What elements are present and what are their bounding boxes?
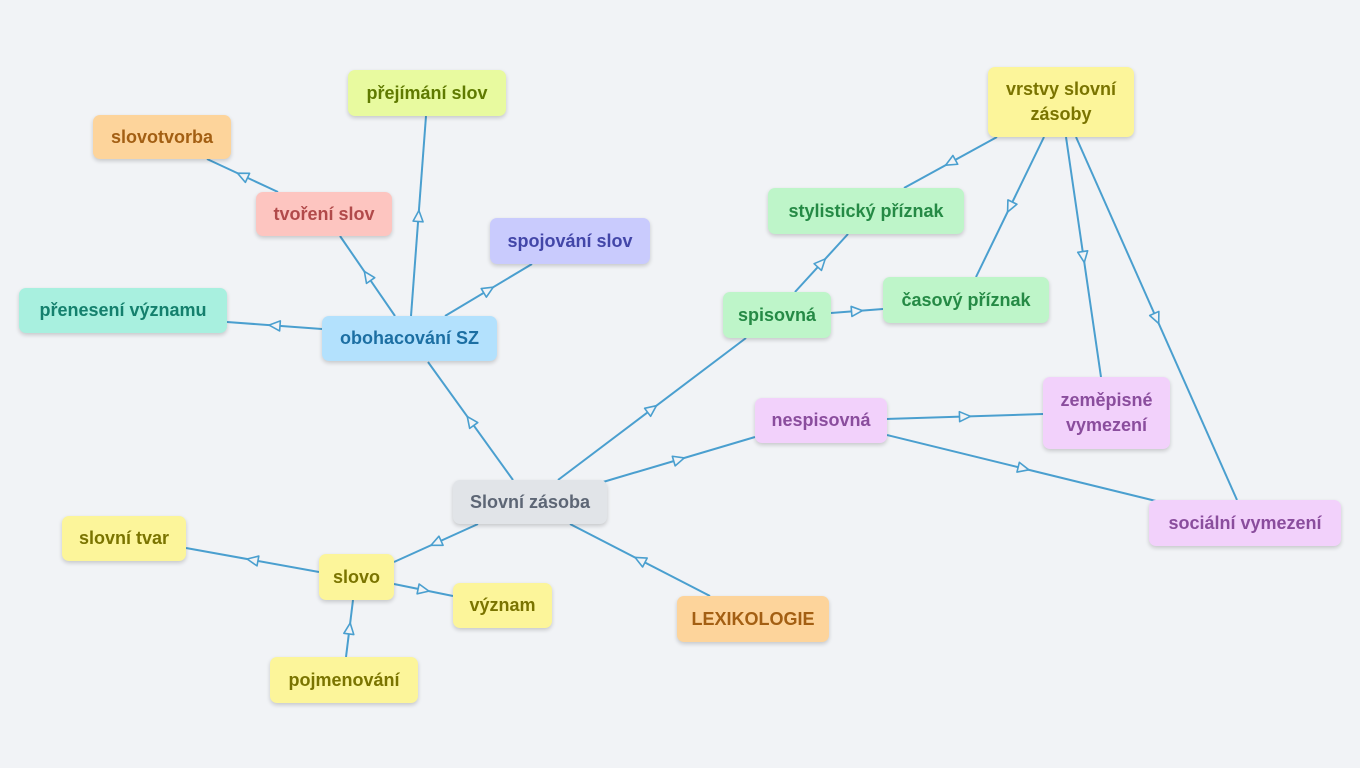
edge-slovni-zasoba-nespisovna: [602, 436, 756, 483]
node-spisovna[interactable]: spisovná: [723, 292, 831, 338]
arrowhead-icon: [1076, 250, 1089, 264]
edge-vrstvy-zemepisne: [1065, 136, 1102, 378]
arrowhead-icon: [850, 305, 864, 318]
arrowhead-icon: [944, 154, 959, 166]
edge-spisovna-stylisticky: [794, 233, 849, 293]
edge-slovo-slovni-tvar: [185, 547, 320, 573]
edge-vrstvy-casovy: [975, 136, 1045, 278]
node-slovo[interactable]: slovo: [319, 554, 394, 600]
arrowhead-icon: [1006, 199, 1018, 213]
node-prejimani-slov[interactable]: přejímání slov: [348, 70, 506, 116]
edge-spisovna-casovy: [830, 305, 884, 318]
edge-lexikologie-slovni-zasoba: [569, 523, 711, 597]
edge-obohacovani-tvoreni: [339, 235, 396, 317]
edge-nespisovna-zemepisne: [886, 410, 1044, 423]
arrowhead-icon: [480, 286, 495, 298]
node-nespisovna[interactable]: nespisovná: [755, 398, 887, 443]
arrowhead-icon: [246, 555, 260, 567]
edge-slovni-zasoba-spisovna: [557, 337, 747, 481]
node-preneseni-vyznamu[interactable]: přenesení významu: [19, 288, 227, 333]
arrowhead-icon: [958, 410, 972, 423]
node-slovni-zasoba[interactable]: Slovní zásoba: [453, 480, 607, 524]
arrowhead-icon: [343, 622, 355, 636]
arrowhead-icon: [363, 270, 376, 285]
arrowhead-icon: [466, 415, 479, 430]
node-zemepisne-vymezeni[interactable]: zeměpisné vymezení: [1043, 377, 1170, 449]
node-socialni-vymezeni[interactable]: sociální vymezení: [1149, 500, 1341, 546]
arrowhead-icon: [1148, 310, 1160, 325]
node-vyznam[interactable]: význam: [453, 583, 552, 628]
edge-slovo-vyznam: [393, 583, 454, 597]
edge-nespisovna-socialni: [886, 434, 1161, 503]
edge-slovni-zasoba-obohacovani: [427, 361, 514, 481]
edge-obohacovani-prejimani: [410, 115, 427, 317]
edge-obohacovani-spojovani: [444, 263, 533, 317]
arrowhead-icon: [671, 455, 686, 467]
arrowhead-icon: [813, 258, 827, 272]
edge-vrstvy-socialni: [1075, 136, 1238, 501]
node-vrstvy-slovni-zasoby[interactable]: vrstvy slovní zásoby: [988, 67, 1134, 137]
arrowhead-icon: [430, 535, 444, 547]
edge-pojmenovani-slovo: [343, 599, 355, 658]
node-obohacovani-sz[interactable]: obohacování SZ: [322, 316, 497, 361]
node-pojmenovani[interactable]: pojmenování: [270, 657, 418, 703]
arrowhead-icon: [634, 556, 648, 568]
edge-obohacovani-preneseni: [226, 320, 323, 332]
node-slovni-tvar[interactable]: slovní tvar: [62, 516, 186, 561]
arrowhead-icon: [1016, 461, 1030, 473]
edge-tvoreni-slovotvorba: [206, 158, 279, 193]
arrowhead-icon: [412, 209, 424, 223]
edge-slovni-zasoba-slovo: [393, 523, 479, 563]
node-lexikologie[interactable]: LEXIKOLOGIE: [677, 596, 829, 642]
node-slovotvorba[interactable]: slovotvorba: [93, 115, 231, 159]
arrowhead-icon: [236, 172, 251, 184]
node-tvoreni-slov[interactable]: tvoření slov: [256, 192, 392, 236]
node-casovy-priznak[interactable]: časový příznak: [883, 277, 1049, 323]
node-spojovani-slov[interactable]: spojování slov: [490, 218, 650, 264]
edge-vrstvy-stylisticky: [903, 136, 998, 189]
arrowhead-icon: [416, 583, 430, 595]
arrowhead-icon: [268, 320, 282, 332]
arrowhead-icon: [643, 404, 658, 418]
node-stylisticky-priznak[interactable]: stylistický příznak: [768, 188, 964, 234]
